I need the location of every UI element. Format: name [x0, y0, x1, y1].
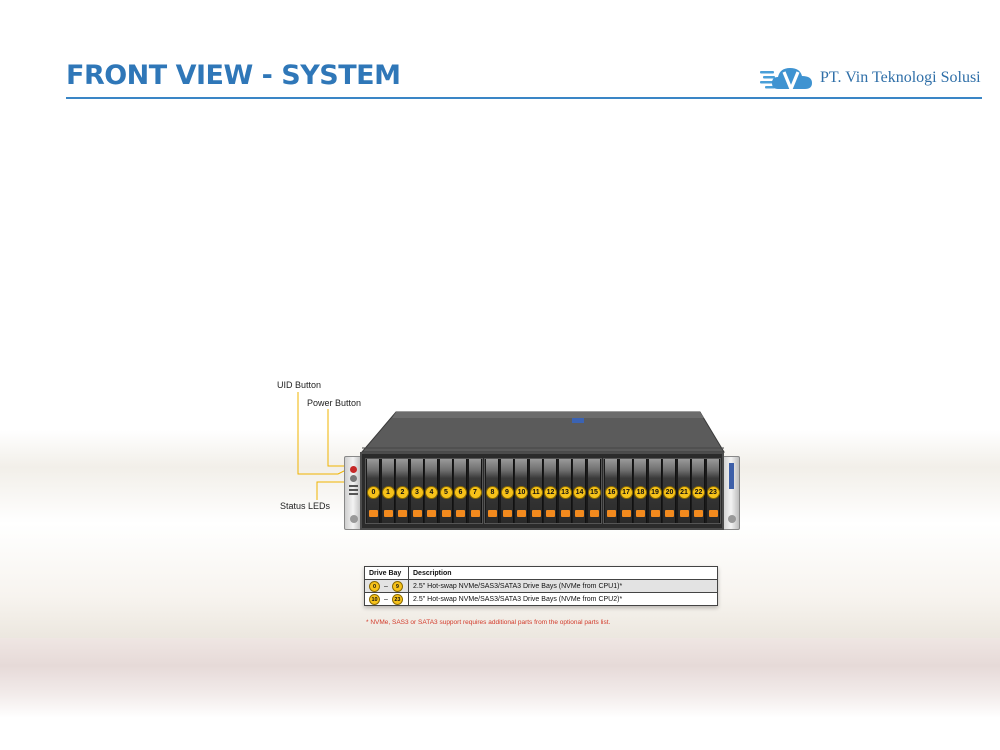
- drive-release-latch[interactable]: [708, 510, 718, 517]
- drive-bay-number: 6: [454, 486, 467, 499]
- drive-bay-number: 5: [439, 486, 453, 499]
- drive-bay-number: 16: [605, 486, 618, 499]
- drive-release-latch[interactable]: [546, 510, 555, 517]
- bay-range-start: 10: [369, 593, 380, 605]
- drive-bay-number: 17: [619, 486, 633, 499]
- drive-bay-number: 8: [486, 486, 499, 499]
- drive-release-latch[interactable]: [517, 510, 526, 517]
- drive-release-latch[interactable]: [369, 510, 378, 517]
- drive-release-latch[interactable]: [383, 510, 393, 517]
- drive-bay-number: 22: [692, 486, 705, 499]
- table-row: 0–9 2.5" Hot-swap NVMe/SAS3/SATA3 Drive …: [364, 579, 718, 593]
- range-dash: –: [384, 595, 388, 603]
- drive-release-latch[interactable]: [694, 510, 703, 517]
- drive-release-latch[interactable]: [636, 510, 645, 517]
- drive-release-latch[interactable]: [398, 510, 407, 517]
- company-name: PT. Vin Teknologi Solusi: [820, 69, 981, 86]
- drive-release-latch[interactable]: [589, 510, 599, 517]
- drive-bay-number: 10: [515, 486, 528, 499]
- drive-release-latch[interactable]: [575, 510, 584, 517]
- drive-release-latch[interactable]: [488, 510, 497, 517]
- cloud-logo-icon: V: [760, 68, 812, 91]
- drive-release-latch[interactable]: [441, 510, 451, 517]
- power-button-label: Power Button: [307, 398, 362, 408]
- footnote: * NVMe, SAS3 or SATA3 support requires a…: [366, 619, 611, 626]
- table-row: 10–23 2.5" Hot-swap NVMe/SAS3/SATA3 Driv…: [364, 592, 718, 606]
- uid-button[interactable]: [350, 466, 357, 473]
- server-top-cover: [360, 411, 725, 453]
- page-title: FRONT VIEW - SYSTEM: [66, 60, 401, 91]
- uid-button-label: UID Button: [277, 380, 322, 390]
- drive-release-latch[interactable]: [531, 510, 541, 517]
- status-leds-label: Status LEDs: [280, 501, 331, 511]
- drive-bay-number: 11: [529, 486, 543, 499]
- bay-range-start: 0: [369, 580, 380, 592]
- background-band-lower: [0, 638, 1000, 718]
- drive-bay-number: 2: [396, 486, 409, 499]
- drive-release-latch[interactable]: [621, 510, 631, 517]
- drive-bay-table: Drive Bay Description 0–9 2.5" Hot-swap …: [364, 566, 718, 606]
- drive-release-latch[interactable]: [427, 510, 436, 517]
- drive-bay-description: 2.5" Hot-swap NVMe/SAS3/SATA3 Drive Bays…: [408, 592, 718, 606]
- service-tag: [729, 463, 734, 489]
- company-logo: V PT. Vin Teknologi Solusi: [760, 62, 990, 94]
- drive-bay-number: 23: [706, 486, 720, 499]
- drive-bay-number: 15: [587, 486, 601, 499]
- drive-release-latch[interactable]: [470, 510, 480, 517]
- thumbscrew-icon: [350, 515, 358, 523]
- drive-bay-number: 21: [677, 486, 691, 499]
- drive-bay-number: 13: [558, 486, 572, 499]
- power-button[interactable]: [350, 475, 357, 482]
- drive-bay-description: 2.5" Hot-swap NVMe/SAS3/SATA3 Drive Bays…: [408, 579, 718, 593]
- column-header-description: Description: [408, 566, 718, 580]
- drive-bay-number: 7: [468, 486, 482, 499]
- drive-release-latch[interactable]: [412, 510, 422, 517]
- bay-range-end: 23: [391, 593, 403, 605]
- table-header-row: Drive Bay Description: [364, 566, 718, 580]
- drive-bay-number: 3: [410, 486, 424, 499]
- status-led: [349, 485, 358, 487]
- drive-bay-range: 0–9: [364, 579, 409, 593]
- bay-range-end: 9: [391, 580, 403, 592]
- drive-bay-number: 18: [634, 486, 647, 499]
- drive-release-latch[interactable]: [502, 510, 512, 517]
- status-led: [349, 493, 358, 495]
- title-divider: [66, 97, 982, 99]
- range-dash: –: [384, 582, 388, 590]
- drive-release-latch[interactable]: [665, 510, 674, 517]
- drive-release-latch[interactable]: [456, 510, 465, 517]
- column-header-drive-bay: Drive Bay: [364, 566, 409, 580]
- right-rack-ear: [722, 456, 740, 530]
- drive-bay-range: 10–23: [364, 592, 409, 606]
- drive-bay-number: 9: [500, 486, 514, 499]
- drive-bay-number: 1: [381, 486, 395, 499]
- drive-bay-number: 19: [648, 486, 662, 499]
- thumbscrew-icon: [728, 515, 736, 523]
- drive-release-latch[interactable]: [607, 510, 616, 517]
- drive-bay-number: 0: [367, 486, 380, 499]
- drive-release-latch[interactable]: [650, 510, 660, 517]
- drive-bay-number: 20: [663, 486, 676, 499]
- drive-bay-number: 12: [544, 486, 557, 499]
- drive-bay-number: 4: [425, 486, 438, 499]
- status-led: [349, 489, 358, 491]
- drive-bay-number: 14: [573, 486, 586, 499]
- drive-release-latch[interactable]: [560, 510, 570, 517]
- drive-release-latch[interactable]: [679, 510, 689, 517]
